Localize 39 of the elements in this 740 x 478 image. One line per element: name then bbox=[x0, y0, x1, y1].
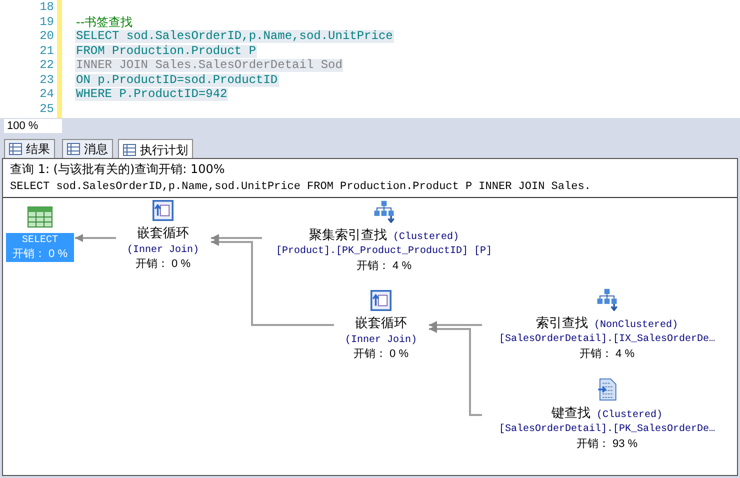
cost-text: 开销： 4 % bbox=[579, 347, 634, 362]
operator-subtitle: (Inner Join) bbox=[126, 245, 199, 256]
operator-subtitle: (NonClustered) bbox=[594, 318, 678, 333]
line-number: 23 bbox=[38, 74, 54, 86]
results-tab: 消息 bbox=[62, 139, 113, 159]
line-number: 21 bbox=[38, 44, 54, 58]
data-flow-arrow bbox=[211, 238, 334, 326]
zoom-dropdown: 100 % bbox=[4, 119, 62, 133]
object-name: [SalesOrderDetail].[IX_SalesOrderDe… bbox=[498, 333, 716, 347]
data-flow-arrow bbox=[211, 234, 262, 242]
cost-text: 开销： 0 % bbox=[353, 347, 408, 362]
query-text: SELECT sod.SalesOrderID,p.Name,sod.UnitPrice FROM Production.Product P INNER JOIN Sales. bbox=[10, 180, 591, 194]
line-number: 20 bbox=[38, 30, 54, 43]
code-comment: --书签查找 bbox=[75, 16, 134, 28]
operator-name: 嵌套循环 bbox=[136, 225, 189, 241]
operator-name: 键查找 bbox=[551, 405, 590, 421]
line-number: 22 bbox=[38, 59, 54, 72]
object-name: [SalesOrderDetail].[PK_SalesOrderDe… bbox=[498, 423, 716, 437]
operator-subtitle: (Clustered) bbox=[596, 408, 662, 423]
line-number: 19 bbox=[38, 16, 54, 28]
line-number: 24 bbox=[38, 88, 54, 101]
cost-text: 开销： 93 % bbox=[576, 437, 638, 452]
cost-text: 开销： 0 % bbox=[12, 247, 68, 261]
operator-name: 索引查找 bbox=[536, 315, 588, 331]
data-flow-arrow bbox=[75, 234, 116, 242]
data-flow-arrow bbox=[429, 325, 482, 416]
operator-name: SELECT bbox=[22, 234, 58, 247]
results-tab: 结果 bbox=[4, 139, 55, 159]
operator-name: 聚集索引查找 bbox=[308, 227, 387, 243]
data-flow-arrow bbox=[429, 321, 482, 329]
line-number: 25 bbox=[38, 102, 54, 116]
cost-text: 开销： 0 % bbox=[135, 257, 190, 272]
object-name: [Product].[PK_Product_ProductID] [P] bbox=[276, 245, 492, 259]
operator-subtitle: (Inner Join) bbox=[344, 335, 417, 346]
query-cost-header: 查询 1: (与该批有关的)查询开销: 100% bbox=[10, 162, 225, 177]
line-number: 18 bbox=[38, 1, 54, 14]
operator-subtitle: (Clustered) bbox=[392, 230, 459, 245]
cost-text: 开销： 4 % bbox=[356, 259, 412, 274]
operator-name: 嵌套循环 bbox=[354, 315, 407, 331]
